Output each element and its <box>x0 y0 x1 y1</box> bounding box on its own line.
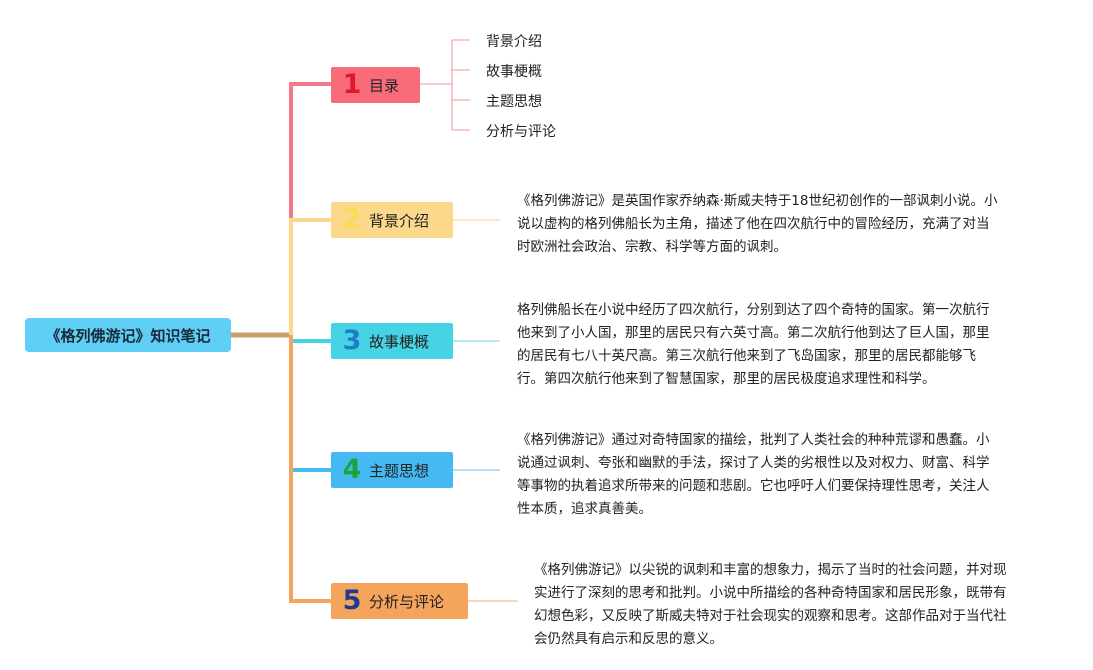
detail-line: 《格列佛游记》是英国作家乔纳森·斯威夫特于18世纪初创作的一部讽刺小说。小 <box>517 193 998 209</box>
detail-line: 他来到了小人国，那里的居民只有六英寸高。第二次航行他到达了巨人国，那里 <box>517 325 990 341</box>
detail-line: 的居民有七八十英尺高。第三次航行他来到了飞岛国家，那里的居民都能够飞 <box>517 348 976 364</box>
toc-connector <box>420 39 470 131</box>
detail-line: 说以虚构的格列佛船长为主角，描述了他在四次航行中的冒险经历，充满了对当 <box>517 216 990 232</box>
toc-item-analysis[interactable]: 分析与评论 <box>486 124 556 140</box>
detail-line: 性本质，追求真善美。 <box>517 501 652 517</box>
branch-label: 分析与评论 <box>369 592 445 611</box>
detail-line: 格列佛船长在小说中经历了四次航行，分别到达了四个奇特的国家。第一次航行 <box>517 302 990 318</box>
branch-label: 主题思想 <box>369 461 430 480</box>
detail-theme: 《格列佛游记》通过对奇特国家的描绘，批判了人类社会的种种荒谬和愚蠢。小 说通过讽… <box>517 429 990 521</box>
root-title: 《格列佛游记》知识笔记 <box>45 326 211 345</box>
branch-label: 目录 <box>369 76 400 95</box>
branch-node-story[interactable]: 3 故事梗概 <box>331 323 453 359</box>
detail-line: 《格列佛游记》通过对奇特国家的描绘，批判了人类社会的种种荒谬和愚蠢。小 <box>517 432 990 448</box>
connector-branch-4 <box>289 335 331 472</box>
toc-item-story[interactable]: 故事梗概 <box>486 64 542 80</box>
detail-line: 时欧洲社会政治、宗教、科学等方面的讽刺。 <box>517 239 787 255</box>
detail-background: 《格列佛游记》是英国作家乔纳森·斯威夫特于18世纪初创作的一部讽刺小说。小 说以… <box>517 190 997 259</box>
branch-label: 背景介绍 <box>369 211 430 230</box>
branch-number: 1 <box>342 69 362 100</box>
connector-branch-2 <box>289 218 331 335</box>
detail-line: 行。第四次航行他来到了智慧国家，那里的居民极度追求理性和科学。 <box>517 371 936 387</box>
toc-item-background[interactable]: 背景介绍 <box>486 34 542 50</box>
toc-item-theme[interactable]: 主题思想 <box>486 94 542 110</box>
detail-line: 《格列佛游记》以尖锐的讽刺和丰富的想象力，揭示了当时的社会问题，并对现 <box>534 562 1007 578</box>
detail-line: 说通过讽刺、夸张和幽默的手法，探讨了人类的劣根性以及对权力、财富、科学 <box>517 455 990 471</box>
detail-story: 格列佛船长在小说中经历了四次航行，分别到达了四个奇特的国家。第一次航行 他来到了… <box>517 299 990 391</box>
branch-node-theme[interactable]: 4 主题思想 <box>331 452 453 488</box>
detail-line: 会仍然具有启示和反思的意义。 <box>534 631 723 647</box>
branch-label: 故事梗概 <box>369 332 430 351</box>
branch-node-toc[interactable]: 1 目录 <box>331 67 420 103</box>
branch-number: 5 <box>342 585 362 616</box>
detail-analysis: 《格列佛游记》以尖锐的讽刺和丰富的想象力，揭示了当时的社会问题，并对现 实进行了… <box>534 559 1007 651</box>
detail-line: 等事物的执着追求所带来的问题和悲剧。它也呼吁人们要保持理性思考，关注人 <box>517 478 990 494</box>
branch-node-analysis[interactable]: 5 分析与评论 <box>331 583 468 619</box>
branch-number: 2 <box>342 204 362 235</box>
detail-line: 幻想色彩，又反映了斯威夫特对于社会现实的观察和思考。这部作品对于当代社 <box>534 608 1007 624</box>
root-node[interactable]: 《格列佛游记》知识笔记 <box>25 318 231 352</box>
connector-branch-1 <box>289 82 331 335</box>
branch-number: 4 <box>342 454 362 485</box>
detail-line: 实进行了深刻的思考和批判。小说中所描绘的各种奇特国家和居民形象，既带有 <box>534 585 1007 601</box>
branch-node-background[interactable]: 2 背景介绍 <box>331 202 453 238</box>
branch-number: 3 <box>342 325 362 356</box>
connector-branch-5 <box>289 335 331 603</box>
